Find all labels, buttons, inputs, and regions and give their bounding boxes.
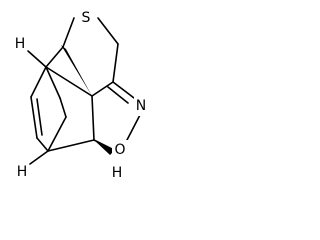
bond-c1-h [27, 50, 47, 68]
bond-n-o [126, 112, 142, 141]
bond-c8-c9 [91, 81, 114, 97]
bond-bridge-c4 [59, 97, 67, 118]
bond-s-ch2-left [62, 17, 75, 48]
atom-label-oxygen: O [114, 142, 125, 158]
bond-c2-c3-double-b [36, 98, 43, 136]
atom-labels: S N O H H H [15, 8, 150, 181]
atom-label-hydrogen-bottom-left: H [17, 164, 28, 180]
wedge-c7-h [94, 140, 115, 155]
atom-label-hydrogen-top-left: H [15, 36, 26, 52]
bond-ch2-c9 [112, 43, 119, 83]
atom-label-hydrogen-bottom-mid: H [112, 165, 123, 181]
bond-c1-ch2-left [45, 46, 64, 68]
stereo-wedges [61, 45, 115, 155]
atom-label-sulfur: S [82, 10, 91, 26]
bond-c4-h [29, 150, 49, 165]
molecule-structure-diagram: S N O H H H [15, 8, 150, 181]
bond-c1-bridge [45, 66, 61, 99]
bond-c1-c8 [45, 66, 93, 97]
bond-c7-c8 [91, 95, 95, 141]
bonds [27, 17, 142, 165]
bond-c9-n-double-b [107, 86, 129, 104]
bond-bridge-c4-b [47, 116, 67, 152]
bond-s-ch2-right [97, 17, 119, 45]
bond-c9-n-double-a [112, 81, 135, 99]
bond-c1-c2 [30, 66, 47, 98]
bond-c4-c7 [47, 139, 95, 152]
wedge-c8-ch2 [61, 45, 92, 96]
bond-c2-c3-double-a [30, 96, 38, 139]
bond-c3-c4 [36, 137, 49, 152]
atom-label-nitrogen: N [136, 98, 146, 114]
